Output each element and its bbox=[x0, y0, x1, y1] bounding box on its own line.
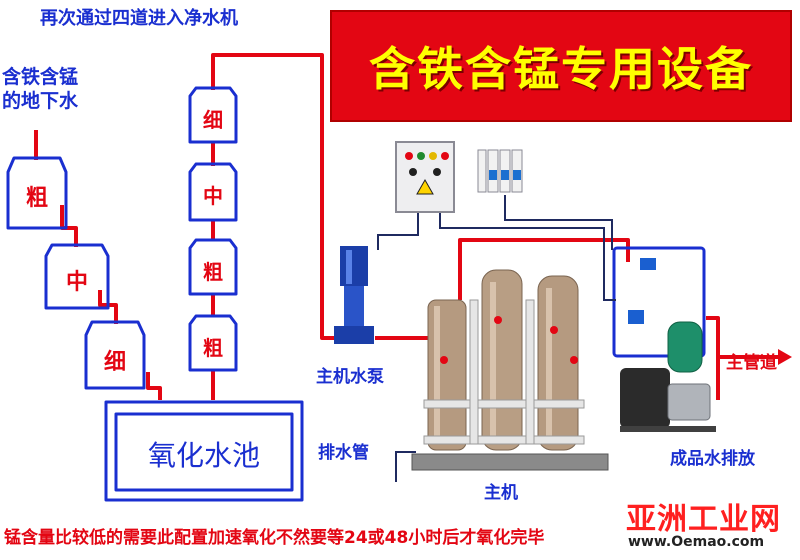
title-banner: 含铁含锰专用设备 bbox=[330, 10, 792, 122]
filter-mid-2-outline bbox=[188, 162, 238, 222]
filter-left-fine-label: 细 bbox=[103, 350, 126, 375]
filter-left-medium-outline bbox=[44, 243, 110, 310]
main-pipe-label: 主管道 bbox=[726, 353, 777, 373]
product-water-label: 成品水排放 bbox=[670, 449, 755, 469]
flow-host-to-tank bbox=[458, 238, 630, 300]
watermark-url: www.Oemao.com bbox=[628, 534, 765, 550]
circuit-breakers bbox=[477, 149, 523, 193]
filter-mid-3-outline bbox=[188, 238, 238, 296]
top-caption: 再次通过四道进入净水机 bbox=[40, 8, 238, 29]
main-pipe-arrow bbox=[778, 349, 792, 365]
filter-mid-1-outline bbox=[188, 86, 238, 144]
main-unit-label: 主机 bbox=[484, 483, 518, 503]
oxidation-pool-label: 氧化水池 bbox=[147, 439, 260, 472]
red-flow-lines bbox=[34, 53, 792, 400]
filter-left-fine-outline bbox=[84, 320, 146, 390]
watermark-logo-text: 亚洲工业网 bbox=[626, 502, 781, 537]
filter-mid-1-label: 细 bbox=[203, 108, 223, 132]
source-label-line2: 的地下水 bbox=[2, 90, 79, 112]
source-label-line1: 含铁含锰 bbox=[2, 66, 79, 88]
pressure-tank-frame bbox=[612, 246, 706, 358]
drain-pipe bbox=[395, 451, 416, 482]
page-title: 含铁含锰专用设备 bbox=[369, 42, 753, 96]
drain-label: 排水管 bbox=[318, 443, 369, 463]
filter-mid-2-label: 中 bbox=[203, 184, 223, 208]
oxidation-pool-outer bbox=[104, 400, 304, 502]
flow-product-line bbox=[706, 316, 720, 400]
filter-outlines bbox=[6, 86, 706, 502]
flow-mid1-to-pump bbox=[211, 53, 352, 340]
pump-label: 主机水泵 bbox=[316, 367, 384, 387]
control-wiring bbox=[377, 195, 616, 482]
filter-mid-4-label: 粗 bbox=[203, 336, 223, 360]
wire-breaker-to-tank bbox=[504, 195, 613, 250]
filter-mid-4-outline bbox=[188, 314, 238, 372]
pressure-tank-unit bbox=[620, 258, 716, 432]
filter-left-coarse-outline bbox=[6, 156, 68, 230]
flow-fine-to-pool bbox=[146, 372, 162, 400]
control-box bbox=[395, 141, 455, 213]
host-filter-unit bbox=[411, 269, 609, 471]
filter-left-medium-label: 中 bbox=[65, 270, 88, 295]
wire-control-to-pump bbox=[377, 210, 419, 250]
flow-coarse-to-medium bbox=[60, 205, 78, 247]
bottom-note: 锰含量比较低的需要此配置加速氧化不然要等24或48小时后才氧化完毕 bbox=[4, 528, 545, 548]
water-pump bbox=[334, 246, 374, 344]
oxidation-pool-inner bbox=[114, 412, 294, 492]
wire-control-to-tank bbox=[439, 210, 616, 301]
watermark: 亚洲工业网 www.Oemao.com bbox=[622, 494, 798, 556]
filter-left-coarse-label: 粗 bbox=[25, 186, 48, 211]
filter-mid-3-label: 粗 bbox=[203, 260, 223, 284]
